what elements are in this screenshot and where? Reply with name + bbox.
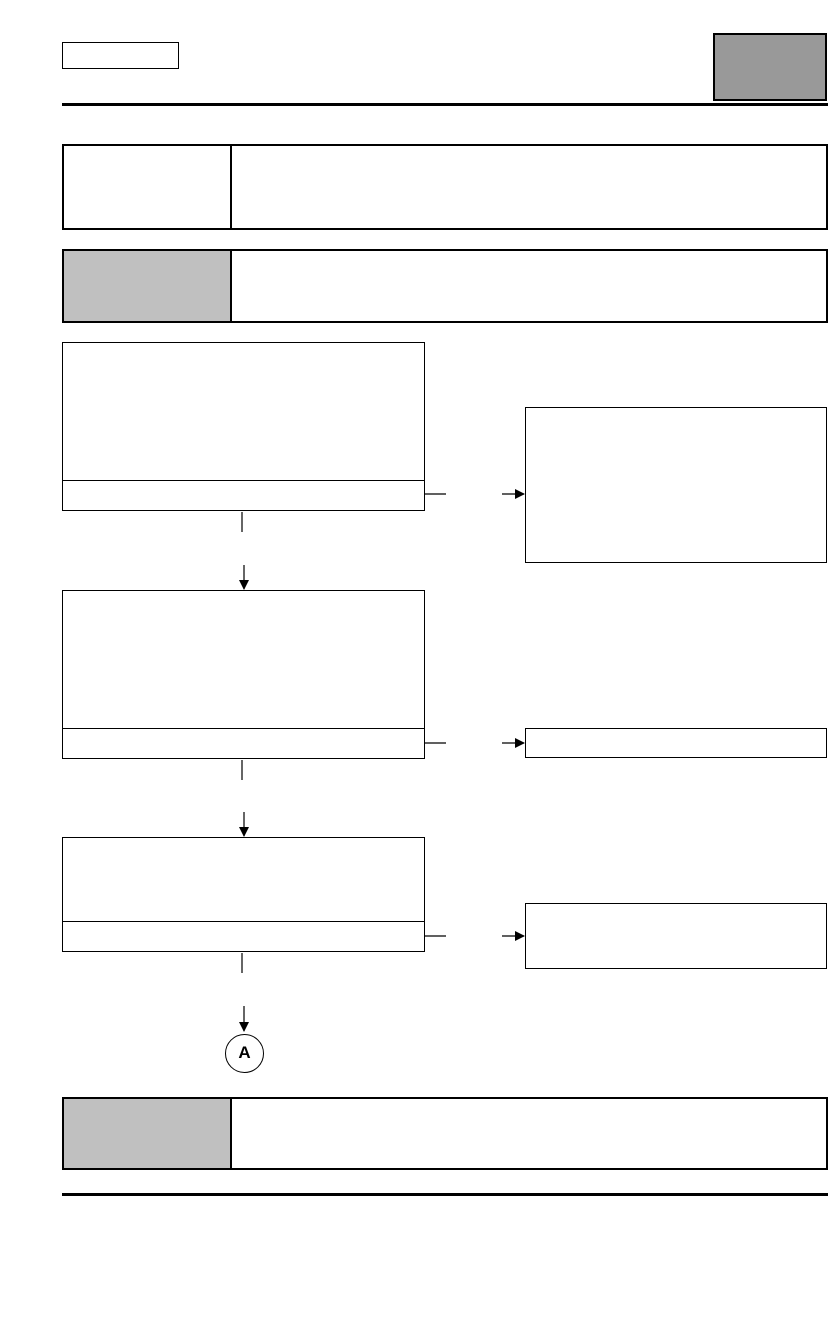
fault-label: [64, 146, 232, 228]
prerequisite-row: [62, 249, 828, 323]
bottom-rule: [62, 1193, 828, 1196]
after-repair-label: [64, 1099, 232, 1168]
connector-a[interactable]: A: [225, 1034, 264, 1073]
step-3-box: [62, 837, 425, 952]
step-2-result-box: [525, 728, 827, 758]
after-repair-row: [62, 1097, 828, 1170]
top-rule: [62, 103, 828, 106]
step-2-box: [62, 590, 425, 759]
step-3-answer: [63, 921, 424, 951]
prerequisite-label: [64, 251, 232, 321]
step-1-answer: [63, 480, 424, 510]
step-1-result-box: [525, 407, 827, 563]
header-reference-box: [62, 42, 179, 69]
step-3-result-box: [525, 903, 827, 969]
step-1-box: [62, 342, 425, 511]
chapter-tab: [713, 33, 827, 101]
fault-row: [62, 144, 828, 230]
step-2-answer: [63, 728, 424, 758]
